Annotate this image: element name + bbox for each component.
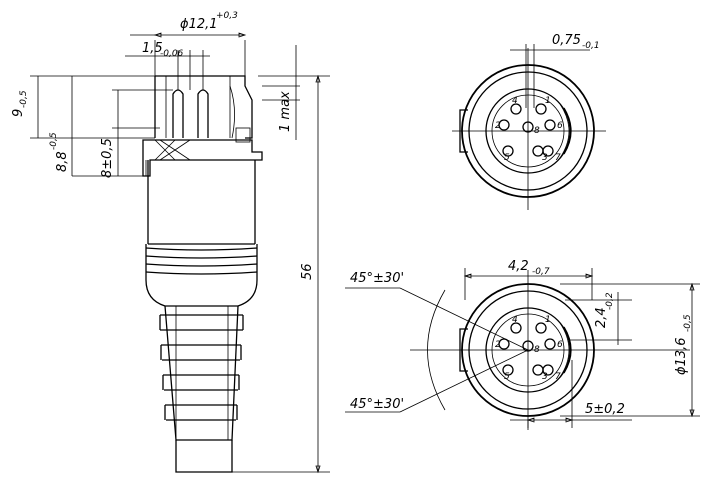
bottom-pin-label-3: 3 <box>542 372 548 382</box>
dim-offset-top-tol: -0,06 <box>160 49 184 59</box>
dim-height-24-tol: -0,2 <box>605 292 615 310</box>
top-pin-8 <box>522 121 534 133</box>
bottom-pin-1 <box>535 322 547 334</box>
bottom-pin-8 <box>522 340 534 352</box>
top-pin-4 <box>510 103 522 115</box>
dim-width-42-tol: -0,7 <box>532 267 550 277</box>
dim-pin-dia-tol: -0,1 <box>582 41 600 51</box>
bottom-pin-label-7: 7 <box>555 372 561 382</box>
dim-offset-top: 1,5 <box>142 41 163 56</box>
dim-height-24: 2,4 <box>594 307 609 328</box>
top-pin-label-3: 3 <box>542 153 548 163</box>
dim-angle-top: 45°±30' <box>350 271 404 286</box>
dim-left-88: 8,8 <box>55 151 70 172</box>
dim-width-42: 4,2 <box>508 259 529 274</box>
insulator <box>142 139 263 177</box>
top-pin-2 <box>498 119 510 131</box>
top-pin-label-5: 5 <box>504 153 510 163</box>
top-front-view: 1 2 3 4 5 6 7 8 0,75 -0,1 <box>452 33 606 210</box>
bottom-pin-label-4: 4 <box>512 315 518 325</box>
top-pin-6 <box>544 119 556 131</box>
top-pin-group: 1 2 3 4 5 6 7 8 <box>495 96 563 163</box>
dim-left-9-tol: -0,5 <box>19 90 29 108</box>
top-pin-7 <box>542 145 554 157</box>
dim-dia-top-tol: +0,3 <box>216 11 238 21</box>
dim-pin-dia: 0,75 <box>552 33 581 48</box>
dim-dia-136: ϕ13,6 <box>674 337 689 375</box>
strain-relief <box>159 305 244 473</box>
bottom-pin-label-1: 1 <box>545 315 551 325</box>
dim-length-56: 56 <box>300 263 315 280</box>
grip-ribs <box>145 244 258 280</box>
bottom-front-view: 1 2 3 4 5 6 7 8 45°±30' 45°±30' 4,2 -0,7 2,4 -0… <box>345 259 700 430</box>
dim-key-5: 5±0,2 <box>585 402 625 417</box>
bottom-pin-7 <box>542 364 554 376</box>
pin-left <box>172 89 184 138</box>
top-pin-label-8: 8 <box>534 126 540 136</box>
top-pin-label-6: 6 <box>557 121 563 131</box>
angle-arc <box>427 289 446 411</box>
bottom-pin-5 <box>502 364 514 376</box>
housing <box>147 160 256 244</box>
top-pin-label-1: 1 <box>545 96 551 106</box>
side-dimensions <box>30 32 330 474</box>
bottom-pin-group: 1 2 3 4 5 6 7 8 <box>495 315 563 382</box>
dim-dia-136-tol: -0,5 <box>683 314 693 332</box>
top-pin-5 <box>502 145 514 157</box>
bottom-pin-2 <box>498 338 510 350</box>
top-pin-label-7: 7 <box>555 153 561 163</box>
dim-right-1max: 1 max <box>278 91 293 132</box>
side-view: ϕ12,1 +0,3 1,5 -0,06 9 -0,5 8,8 -0,5 8±0… <box>11 11 330 474</box>
bottom-pin-label-5: 5 <box>504 372 510 382</box>
dim-dia-top: ϕ12,1 <box>180 17 218 32</box>
dim-angle-bottom: 45°±30' <box>350 397 404 412</box>
taper <box>145 279 258 307</box>
top-pin-label-2: 2 <box>495 121 501 131</box>
header-shell <box>155 75 253 139</box>
bottom-pin-6 <box>544 338 556 350</box>
bottom-pin-4 <box>510 322 522 334</box>
dim-left-8: 8±0,5 <box>100 138 115 178</box>
bottom-pin-label-6: 6 <box>557 340 563 350</box>
dim-left-9: 9 <box>11 109 26 117</box>
top-pin-1 <box>535 103 547 115</box>
bottom-pin-label-8: 8 <box>534 345 540 355</box>
top-pin-label-4: 4 <box>512 96 518 106</box>
bottom-pin-label-2: 2 <box>495 340 501 350</box>
dim-left-88-tol: -0,5 <box>49 132 59 150</box>
pin-right <box>197 89 209 138</box>
